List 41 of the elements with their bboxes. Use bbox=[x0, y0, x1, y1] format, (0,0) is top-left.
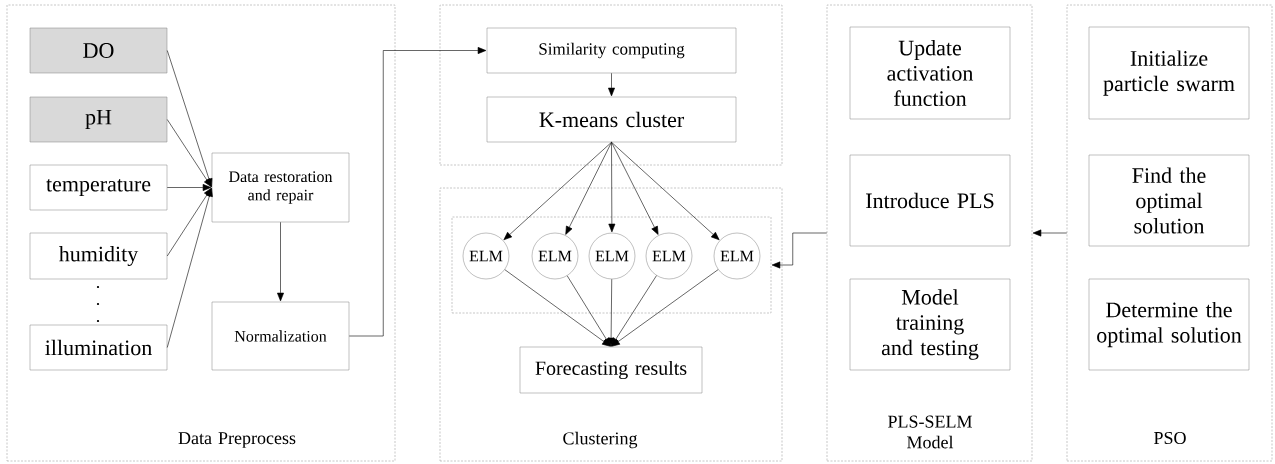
process-box: Forecasting results bbox=[519, 346, 703, 394]
process-box: Normalization bbox=[211, 301, 350, 371]
process-box: humidity bbox=[29, 232, 168, 280]
arrow bbox=[607, 278, 615, 347]
arrow bbox=[566, 275, 611, 347]
process-box: temperature bbox=[29, 164, 168, 211]
arrow bbox=[166, 184, 212, 191]
arrow bbox=[611, 141, 720, 241]
panel bbox=[451, 216, 772, 314]
arrow bbox=[611, 269, 719, 347]
process-box: Model training and testing bbox=[849, 278, 1011, 371]
process-box: Initialize particle swarm bbox=[1088, 26, 1250, 120]
process-box: K-means cluster bbox=[486, 96, 737, 143]
arrow bbox=[611, 141, 659, 235]
arrow bbox=[166, 119, 212, 188]
arrow bbox=[1032, 229, 1068, 237]
process-box: DO bbox=[29, 27, 168, 74]
panel-heading: PLS-SELM Model bbox=[888, 415, 972, 449]
process-box: Data restoration and repair bbox=[211, 152, 350, 223]
panel-heading: Data Preprocess bbox=[178, 432, 296, 448]
arrow bbox=[503, 141, 612, 241]
arrow bbox=[166, 50, 213, 187]
arrow bbox=[277, 221, 284, 302]
process-box: Similarity computing bbox=[486, 27, 737, 74]
arrow bbox=[608, 141, 616, 233]
arrow bbox=[565, 141, 612, 235]
arrow bbox=[504, 269, 611, 347]
arrow bbox=[348, 47, 487, 337]
arrow bbox=[166, 188, 213, 348]
arrow bbox=[771, 232, 828, 269]
process-box: Determine the optimal solution bbox=[1088, 278, 1250, 371]
arrow bbox=[608, 72, 615, 97]
process-box: Find the optimal solution bbox=[1088, 154, 1250, 247]
process-box: Introduce PLS bbox=[849, 154, 1011, 247]
panel-heading: Clustering bbox=[563, 431, 638, 449]
process-box: illumination bbox=[29, 324, 168, 371]
arrow bbox=[611, 275, 657, 347]
process-box: pH bbox=[29, 96, 168, 143]
panel-heading: PSO bbox=[1154, 431, 1186, 445]
process-box: Update activation function bbox=[849, 26, 1011, 120]
panel bbox=[439, 4, 783, 166]
